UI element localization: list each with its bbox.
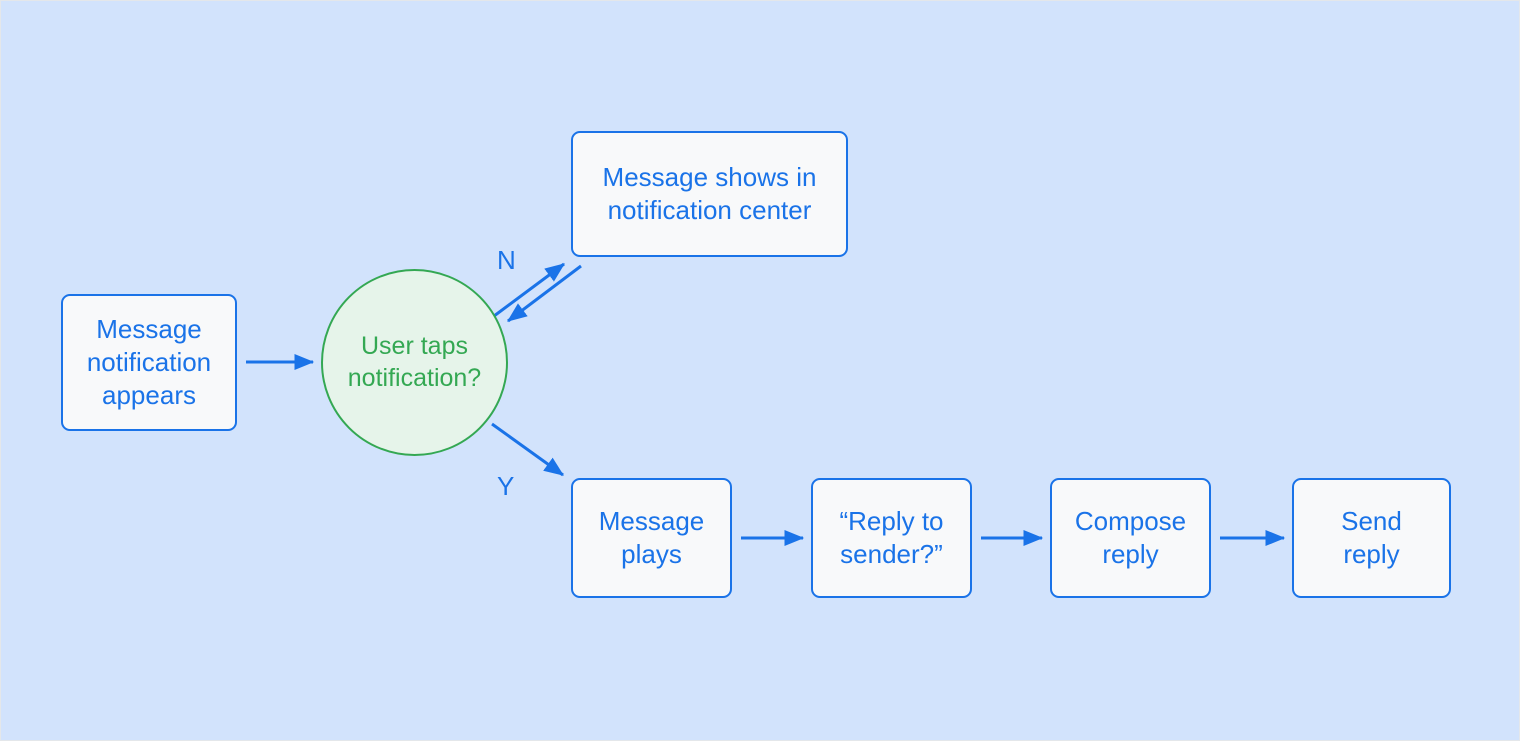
node-reply-to-sender[interactable]: “Reply to sender?” — [811, 478, 972, 598]
edge-label-branch-no: N — [497, 245, 516, 275]
node-label: Message notification appears — [86, 314, 212, 410]
node-send-reply[interactable]: Send reply — [1292, 478, 1451, 598]
edge-notification-center-to-decision — [507, 264, 582, 323]
node-message-plays[interactable]: Message plays — [571, 478, 732, 598]
edge-decision-to-message-plays — [491, 422, 564, 477]
node-label: User taps notification? — [347, 332, 482, 392]
node-compose-reply[interactable]: Compose reply — [1050, 478, 1211, 598]
edge-label-branch-yes: Y — [497, 471, 515, 501]
node-label: Send reply — [1341, 506, 1402, 569]
node-message-notification-appears[interactable]: Message notification appears — [61, 294, 237, 431]
node-label: Message shows in notification center — [602, 162, 817, 225]
node-label: Message plays — [598, 506, 705, 569]
node-message-shows-in-notification-center[interactable]: Message shows in notification center — [571, 131, 848, 257]
node-label: Compose reply — [1074, 506, 1187, 569]
node-label: “Reply to sender?” — [839, 506, 944, 569]
node-user-taps-notification[interactable]: User taps notification? — [321, 269, 508, 456]
